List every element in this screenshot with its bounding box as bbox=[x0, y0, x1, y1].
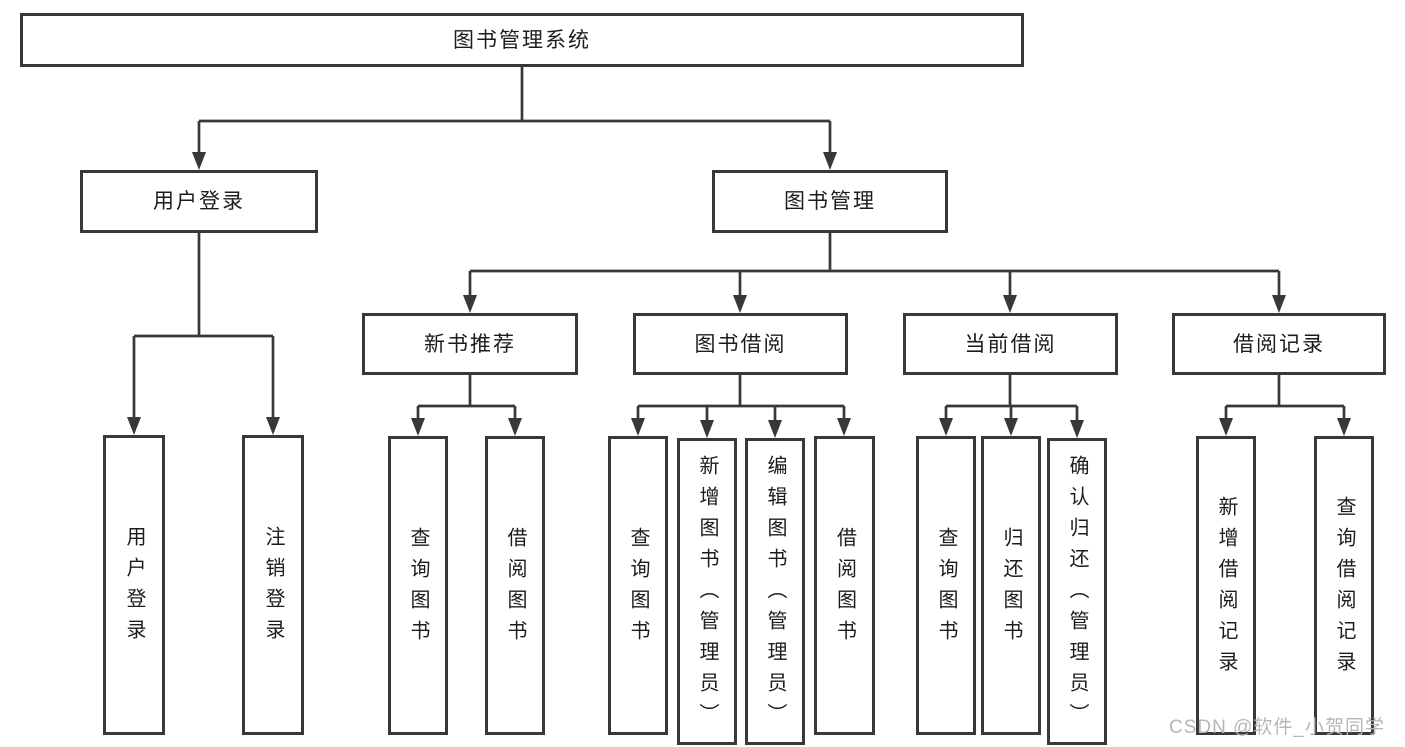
leaf-add-book-admin: 新增图书（管理员） bbox=[677, 438, 737, 745]
node-root: 图书管理系统 bbox=[20, 13, 1024, 67]
leaf-borrow-books-1: 借阅图书 bbox=[485, 436, 545, 735]
leaf-logout: 注销登录 bbox=[242, 435, 304, 735]
node-borrow-records: 借阅记录 bbox=[1172, 313, 1386, 375]
node-book-borrow: 图书借阅 bbox=[633, 313, 848, 375]
leaf-query-books-2: 查询图书 bbox=[608, 436, 668, 735]
leaf-confirm-return-admin: 确认归还（管理员） bbox=[1047, 438, 1107, 745]
leaf-query-books-1: 查询图书 bbox=[388, 436, 448, 735]
node-book-management: 图书管理 bbox=[712, 170, 948, 233]
leaf-borrow-books-2: 借阅图书 bbox=[814, 436, 875, 735]
node-new-book-recommend: 新书推荐 bbox=[362, 313, 578, 375]
leaf-add-borrow-record: 新增借阅记录 bbox=[1196, 436, 1256, 735]
node-user-login-branch: 用户登录 bbox=[80, 170, 318, 233]
leaf-query-books-3: 查询图书 bbox=[916, 436, 976, 735]
leaf-return-book: 归还图书 bbox=[981, 436, 1041, 735]
leaf-user-login: 用户登录 bbox=[103, 435, 165, 735]
node-current-borrow: 当前借阅 bbox=[903, 313, 1118, 375]
leaf-edit-book-admin: 编辑图书（管理员） bbox=[745, 438, 805, 745]
csdn-watermark: CSDN @软件_小贺同学 bbox=[1169, 717, 1385, 738]
leaf-query-borrow-record: 查询借阅记录 bbox=[1314, 436, 1374, 735]
